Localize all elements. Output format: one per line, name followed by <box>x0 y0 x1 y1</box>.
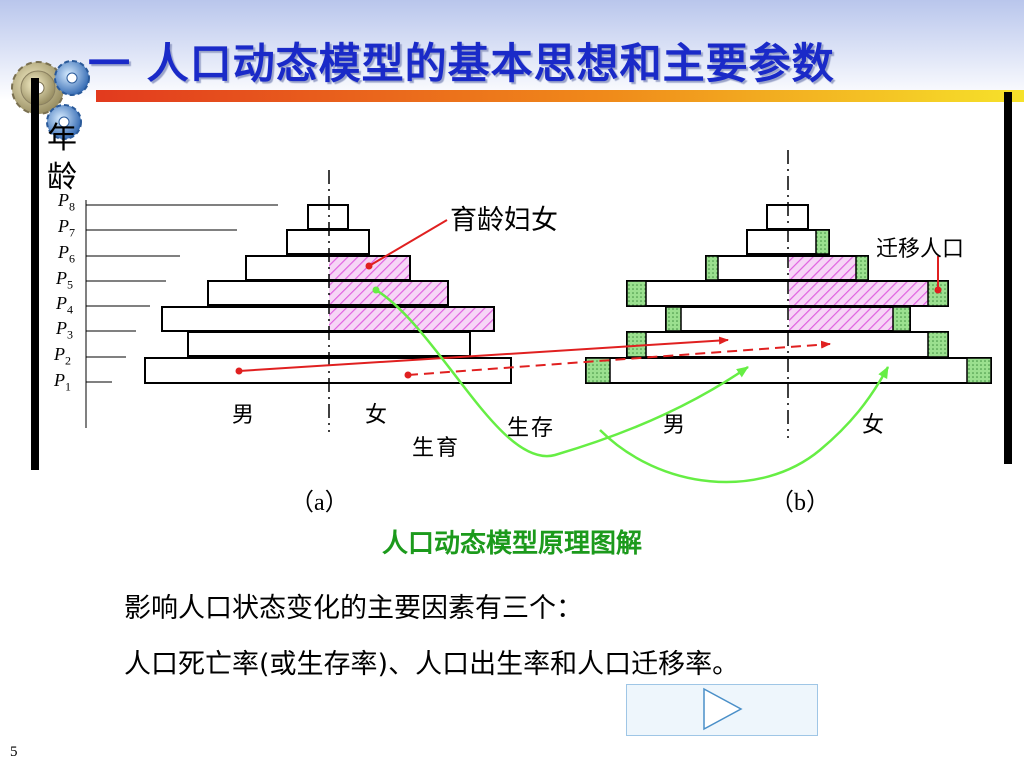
age-label-p3: P3 <box>56 318 73 342</box>
pyramid-a <box>144 204 512 384</box>
male-birth-arrow <box>238 336 729 372</box>
migration-label: 迁移人口 <box>876 237 965 262</box>
birth-curve <box>375 288 749 458</box>
left-frame-bar <box>31 78 39 470</box>
age-label-p7: P7 <box>58 216 75 240</box>
age-label-p6: P6 <box>58 242 75 266</box>
pyramid-a-bar-p8 <box>307 204 349 230</box>
body-text-line-2: 人口死亡率(或生存率)、人口出生率和人口迁移率。 <box>124 649 740 680</box>
female-label-a: 女 <box>365 403 388 428</box>
male-label-b: 男 <box>663 413 686 438</box>
fertile-women-pointer <box>368 219 448 267</box>
survival-curve <box>599 366 890 484</box>
body-text-line-1: 影响人口状态变化的主要因素有三个： <box>124 593 583 624</box>
right-frame-bar <box>1004 92 1012 464</box>
diagram-caption: 人口动态模型原理图解 <box>381 529 642 559</box>
age-tick-lines <box>86 204 278 383</box>
female-birth-arrow <box>407 340 831 376</box>
male-label-a: 男 <box>232 403 255 428</box>
pyramid-b-migration-blocks <box>585 229 992 384</box>
age-axis-label-2: 龄 <box>47 160 77 195</box>
title-background <box>0 0 1024 100</box>
age-label-p4: P4 <box>56 293 73 317</box>
birth-label: 生育 <box>412 436 461 461</box>
pyramid-b-fertile-women-hatch <box>789 257 928 330</box>
label-a: （a） <box>290 490 349 516</box>
pyramid-a-fertile-women-hatch <box>329 257 493 330</box>
age-label-p8: P8 <box>58 190 75 214</box>
title-underline-bar <box>96 90 1024 102</box>
survival-label: 生存 <box>507 416 556 441</box>
age-label-p5: P5 <box>56 268 73 292</box>
age-label-p1: P1 <box>54 370 71 394</box>
pyramid-a-bar-p7 <box>286 229 370 255</box>
migration-dot <box>934 286 942 294</box>
fertile-women-dot <box>365 262 373 270</box>
page-title: 一 人口动态模型的基本思想和主要参数 <box>88 39 835 88</box>
play-button[interactable] <box>626 684 818 736</box>
female-label-b: 女 <box>862 413 885 438</box>
age-axis-label-1: 年 <box>47 121 77 156</box>
page-number: 5 <box>10 744 18 760</box>
label-b: （b） <box>770 490 830 516</box>
age-label-p2: P2 <box>54 344 71 368</box>
fertile-women-label: 育龄妇女 <box>450 205 558 236</box>
